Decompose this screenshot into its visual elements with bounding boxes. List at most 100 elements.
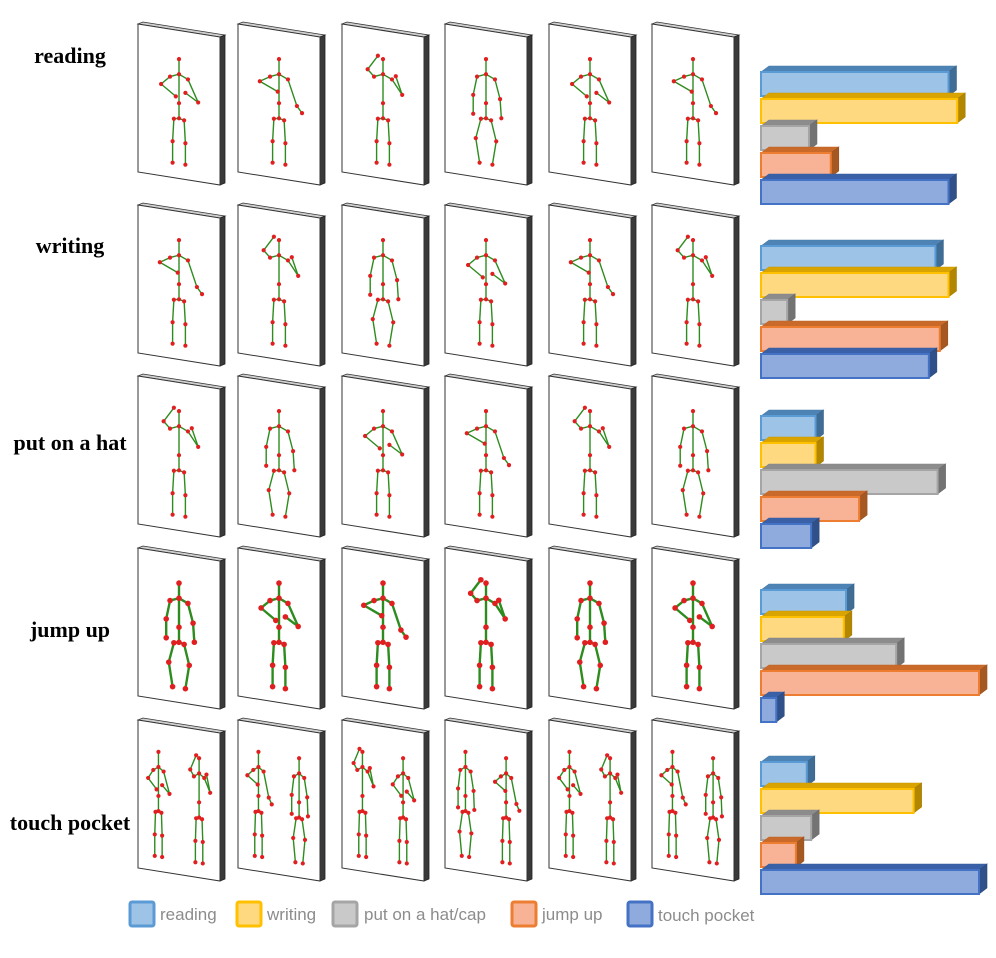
skeleton-joint bbox=[365, 67, 370, 72]
skeleton-frame-jump-up-6 bbox=[650, 545, 741, 710]
skeleton-joint bbox=[397, 838, 402, 843]
skeleton-bone bbox=[367, 55, 379, 70]
skeleton-joint bbox=[684, 320, 689, 325]
skeleton-joint bbox=[483, 595, 489, 602]
skeleton-bone bbox=[466, 432, 486, 445]
skeleton-bone bbox=[697, 301, 701, 325]
skeleton-joint bbox=[163, 616, 170, 622]
skeleton-joint bbox=[255, 782, 260, 787]
skeleton-bone bbox=[182, 644, 191, 666]
skeleton-bone bbox=[303, 777, 308, 798]
skeleton-joint bbox=[564, 809, 569, 814]
bar-put-on-a-hat-writing bbox=[760, 436, 825, 468]
skeleton-joint bbox=[302, 775, 307, 781]
bar-front-face bbox=[760, 125, 810, 151]
bar-touch-pocket-reading bbox=[760, 755, 816, 787]
skeleton-joint bbox=[374, 139, 379, 144]
skeleton-joint bbox=[183, 322, 188, 327]
skeleton-joint bbox=[567, 749, 572, 754]
skeleton-bone bbox=[301, 819, 306, 840]
skeleton-bone bbox=[363, 604, 383, 617]
skeleton-joint bbox=[696, 685, 703, 692]
skeleton-joint bbox=[275, 89, 280, 94]
skeleton-joint bbox=[574, 616, 581, 622]
skeleton-joint bbox=[478, 468, 483, 473]
skeleton-joint bbox=[360, 764, 365, 770]
skeleton-joint bbox=[581, 320, 586, 325]
skeleton-joint bbox=[690, 624, 696, 630]
skeleton-joint bbox=[605, 284, 611, 290]
skeleton-joint bbox=[601, 620, 607, 626]
skeleton-joint bbox=[157, 260, 162, 265]
skeleton-joint bbox=[478, 116, 483, 121]
skeleton-joint bbox=[153, 809, 158, 814]
skeleton-joint bbox=[260, 833, 265, 838]
skeleton-joint bbox=[170, 512, 175, 517]
skeleton-bone bbox=[159, 261, 179, 274]
skeleton-bone bbox=[268, 490, 274, 515]
skeleton-joint bbox=[483, 253, 489, 258]
skeleton-joint bbox=[252, 832, 257, 837]
skeleton-joint bbox=[690, 282, 696, 287]
skeleton-frame-reading-2 bbox=[236, 21, 327, 186]
skeleton-joint bbox=[710, 273, 715, 279]
skeleton-bone bbox=[405, 819, 408, 843]
skeleton-bone bbox=[167, 642, 176, 663]
skeleton-bone bbox=[705, 776, 709, 795]
skeleton-joint bbox=[489, 664, 496, 671]
skeleton-joint bbox=[290, 449, 296, 454]
skeleton-bone bbox=[387, 301, 394, 323]
skeleton-joint bbox=[471, 111, 476, 116]
skeleton-joint bbox=[160, 783, 165, 788]
skeleton-joint bbox=[483, 116, 489, 121]
skeleton-joint bbox=[271, 468, 276, 473]
skeleton-joint bbox=[680, 488, 685, 493]
skeleton-joint bbox=[375, 639, 381, 646]
skeleton-joint bbox=[380, 297, 386, 302]
skeleton-joint bbox=[483, 624, 489, 630]
skeleton-joint bbox=[176, 424, 182, 429]
skeleton-bone bbox=[458, 831, 463, 856]
skeleton-joint bbox=[167, 791, 172, 797]
bar-front-face bbox=[760, 842, 797, 868]
skeleton-joint bbox=[276, 624, 282, 630]
skeleton-joint bbox=[500, 838, 505, 843]
skeleton-joint bbox=[611, 861, 616, 866]
skeleton-joint bbox=[607, 756, 613, 761]
frame-side-edge bbox=[219, 215, 226, 367]
skeleton-joint bbox=[594, 90, 599, 95]
skeleton-bone bbox=[582, 470, 586, 494]
skeleton-bone bbox=[283, 301, 287, 325]
skeleton-joint bbox=[678, 463, 683, 468]
skeleton-joint bbox=[152, 832, 157, 837]
skeleton-joint bbox=[296, 273, 301, 279]
skeleton-bone bbox=[292, 451, 296, 471]
skeleton-joint bbox=[483, 72, 489, 77]
skeleton-joint bbox=[465, 262, 471, 268]
skeleton-frame-reading-4 bbox=[443, 21, 534, 186]
skeleton-joint bbox=[404, 789, 409, 794]
frame-side-edge bbox=[733, 215, 740, 367]
skeleton-joint bbox=[562, 767, 567, 773]
skeleton-joint bbox=[404, 839, 409, 845]
skeleton-bone bbox=[595, 665, 602, 689]
skeleton-joint bbox=[708, 816, 713, 821]
skeleton-joint bbox=[294, 103, 300, 109]
skeleton-joint bbox=[281, 641, 287, 648]
skeleton-joint bbox=[596, 429, 602, 434]
skeleton-frame-writing-5 bbox=[547, 202, 638, 367]
skeleton-bone bbox=[598, 79, 610, 103]
skeleton-frame-jump-up-3 bbox=[340, 545, 431, 710]
skeleton-bone bbox=[706, 451, 710, 471]
skeleton-joint bbox=[597, 662, 604, 669]
skeleton-joint bbox=[607, 800, 613, 805]
row-label-touch-pocket: touch pocket bbox=[10, 810, 131, 835]
skeleton-joint bbox=[375, 116, 380, 121]
skeleton-joint bbox=[690, 72, 696, 77]
skeleton-joint bbox=[696, 664, 703, 671]
frame-side-edge bbox=[526, 34, 533, 186]
row-label-put-on-a-hat: put on a hat bbox=[13, 430, 127, 455]
skeleton-bone bbox=[677, 236, 689, 251]
skeleton-bone bbox=[390, 603, 403, 631]
skeleton-joint bbox=[459, 853, 464, 858]
